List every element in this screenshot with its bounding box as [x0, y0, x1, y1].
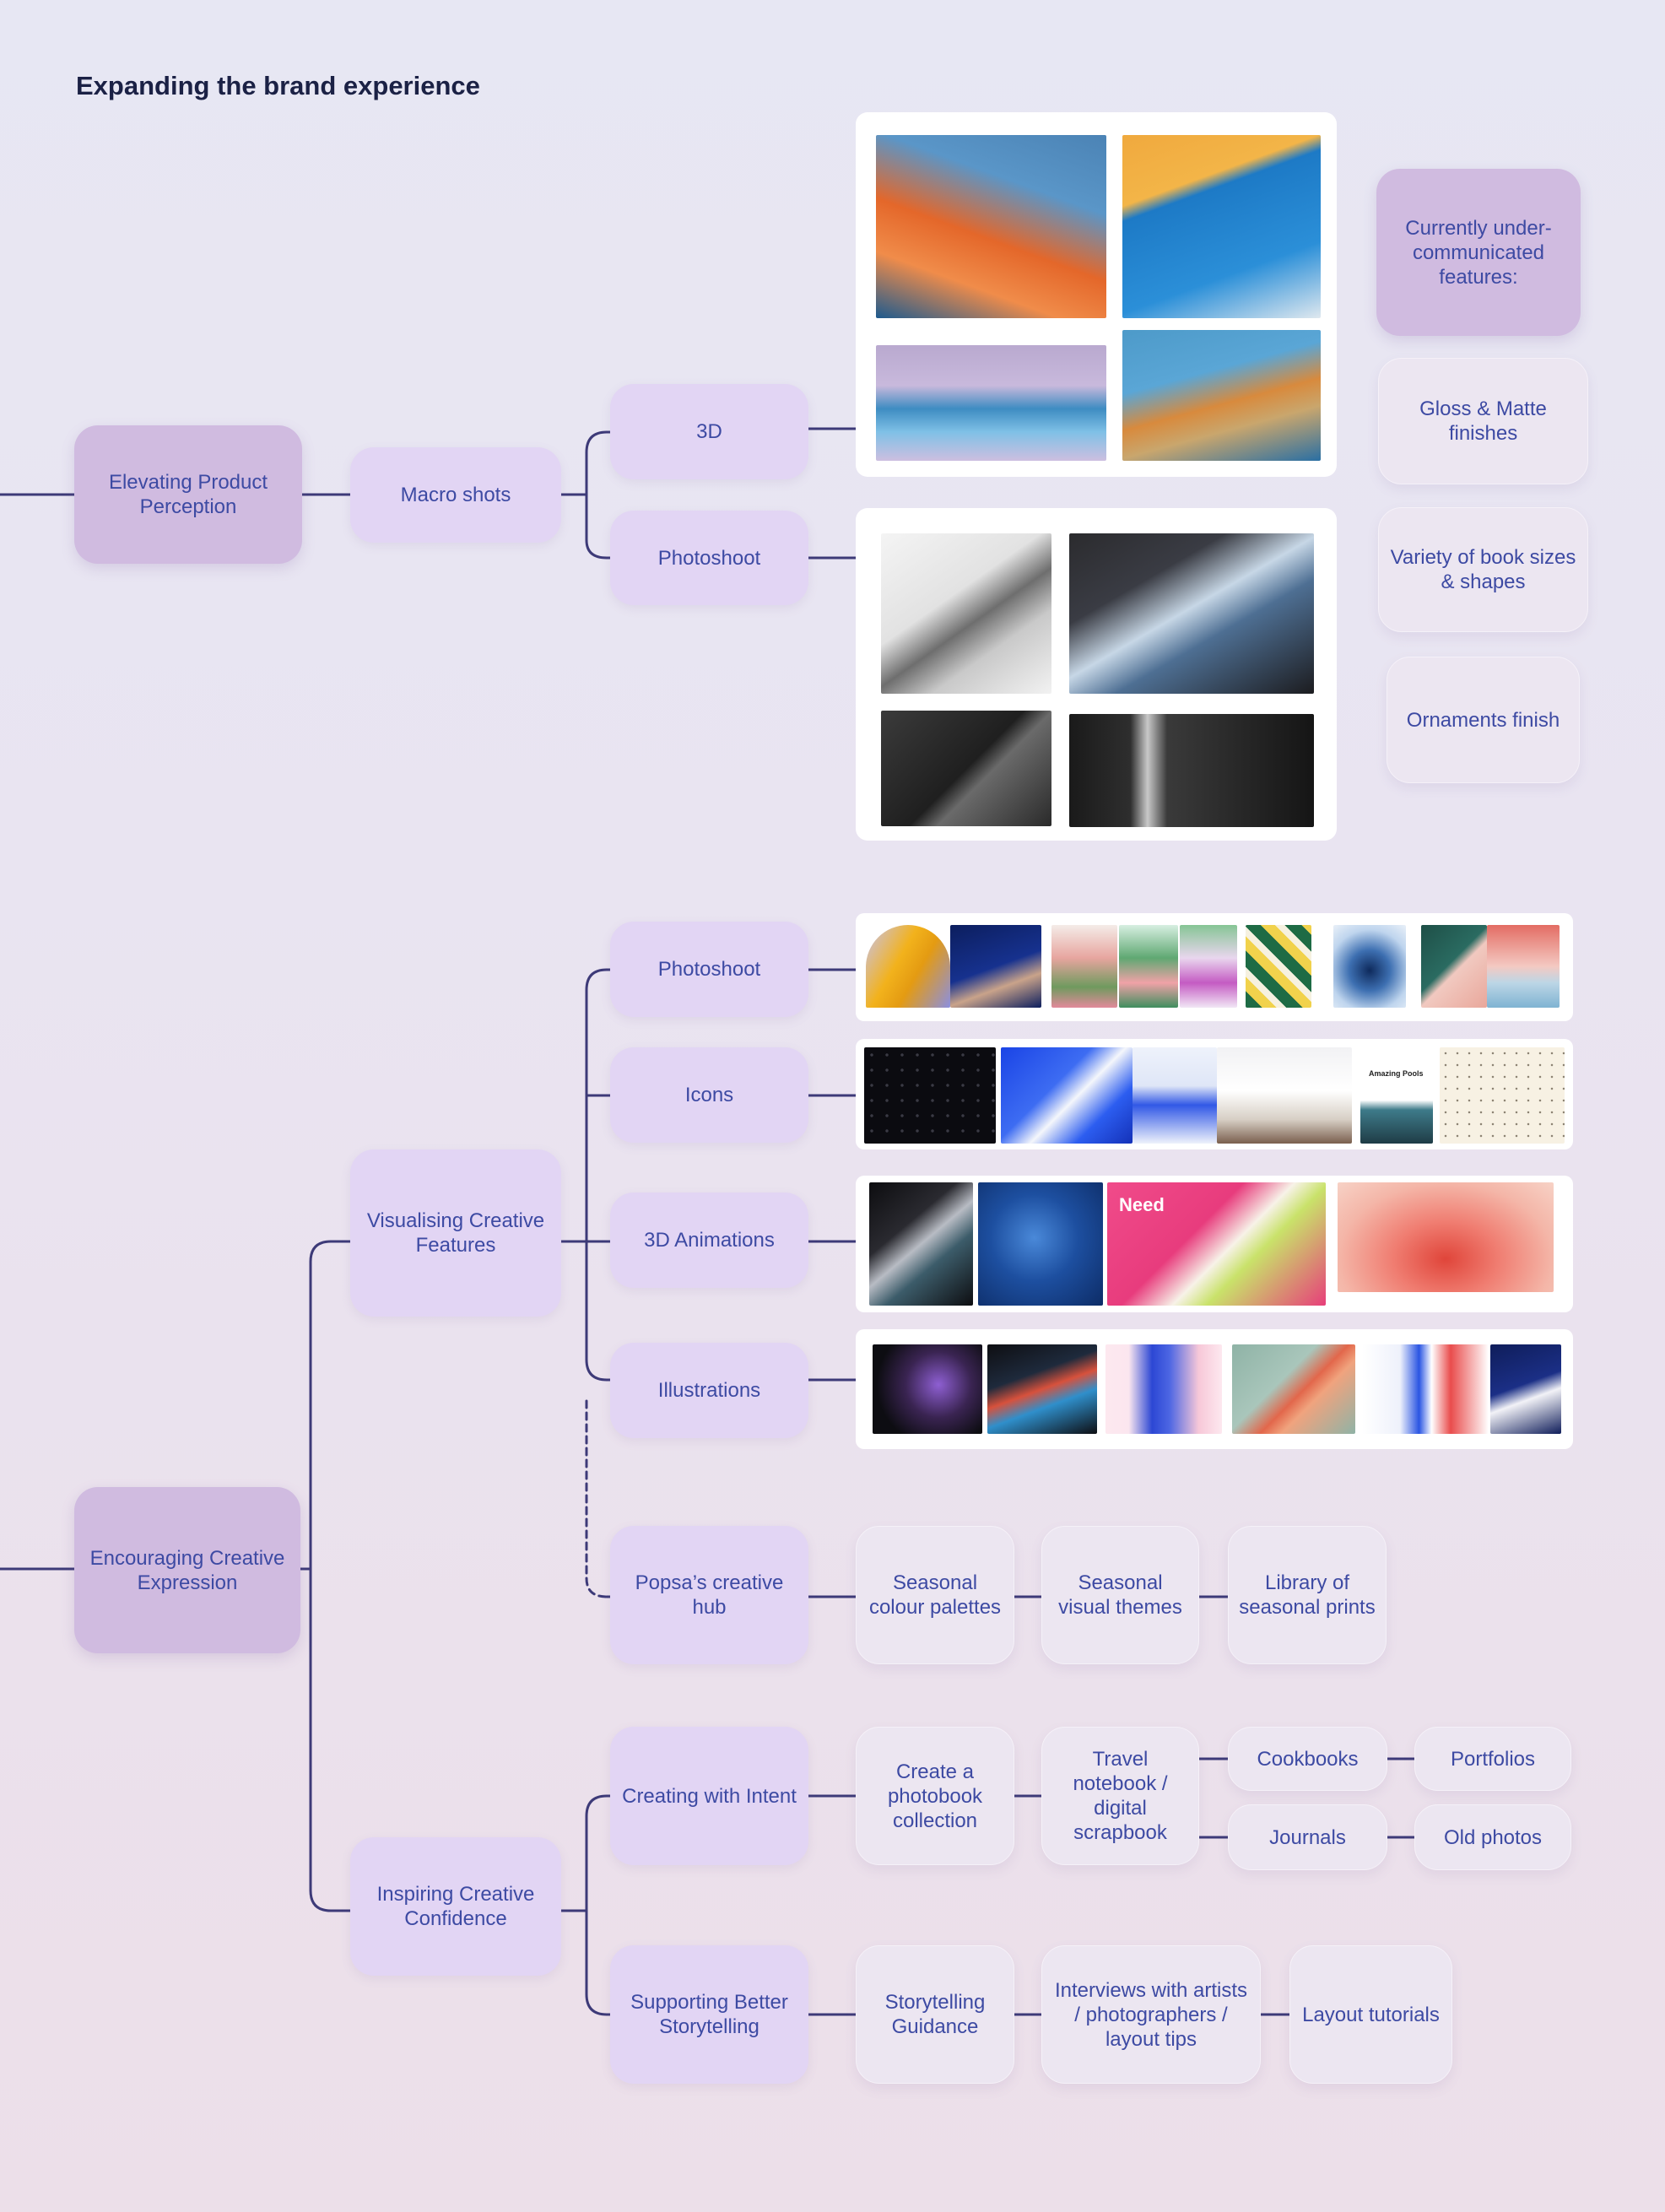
story-layout-tutorials: Layout tutorials: [1289, 1945, 1452, 2084]
node-elevating-product-perception: Elevating Product Perception: [74, 425, 302, 564]
story-storytelling-guidance: Storytelling Guidance: [856, 1945, 1014, 2084]
node-creating-with-intent: Creating with Intent: [610, 1727, 808, 1865]
hub-library-seasonal-prints: Library of seasonal prints: [1228, 1526, 1387, 1664]
gallery-3d-renders: [856, 112, 1337, 477]
intent-travel-notebook: Travel notebook / digital scrapbook: [1041, 1727, 1199, 1865]
image-dark-book-edges: [881, 711, 1051, 826]
node-3d-animations: 3D Animations: [610, 1193, 808, 1288]
image-line-illustrations: [1440, 1047, 1565, 1144]
node-3d: 3D: [610, 384, 808, 479]
image-landscape-book: [1122, 330, 1321, 461]
image-green-yellow-pattern: [1246, 925, 1311, 1008]
node-icons: Icons: [610, 1047, 808, 1143]
strip-icons: Amazing Pools: [856, 1039, 1573, 1149]
image-circle-grid: [1487, 925, 1560, 1008]
node-illustrations: Illustrations: [610, 1343, 808, 1438]
node-photoshoot-2: Photoshoot: [610, 922, 808, 1017]
feature-ornaments: Ornaments finish: [1387, 657, 1580, 783]
node-photoshoot-1: Photoshoot: [610, 511, 808, 605]
image-blue-ice: [1333, 925, 1406, 1008]
node-supporting-better-storytelling: Supporting Better Storytelling: [610, 1945, 808, 2084]
node-encouraging-creative-expression: Encouraging Creative Expression: [74, 1487, 300, 1653]
node-inspiring-creative-confidence: Inspiring Creative Confidence: [350, 1837, 561, 1976]
image-travel-app: [987, 1344, 1097, 1434]
intent-journals: Journals: [1228, 1804, 1387, 1870]
node-macro-shots: Macro shots: [350, 447, 561, 543]
strip-3d-animations: Need: [856, 1176, 1573, 1312]
intent-old-photos: Old photos: [1414, 1804, 1571, 1870]
image-blue-calendar: [1133, 1047, 1217, 1144]
node-visualising-creative-features: Visualising Creative Features: [350, 1149, 561, 1317]
image-flower-collage: [1051, 925, 1117, 1008]
image-fabric-watch: [869, 1182, 973, 1306]
image-pink-need: [1107, 1182, 1326, 1306]
image-amazing-pools: [1360, 1047, 1433, 1144]
intent-cookbooks: Cookbooks: [1228, 1727, 1387, 1791]
feature-book-sizes: Variety of book sizes & shapes: [1378, 507, 1588, 632]
image-cake-green: [1119, 925, 1178, 1008]
image-wedding-album: [1069, 533, 1314, 694]
strip-illustrations: [856, 1329, 1573, 1449]
image-pastel-shapes: [1421, 925, 1487, 1008]
image-navy-phone: [1490, 1344, 1561, 1434]
label-need: Need: [1119, 1194, 1165, 1215]
image-dark-icon-grid: [864, 1047, 996, 1144]
image-orange-book: [876, 135, 1106, 318]
hub-seasonal-colour-palettes: Seasonal colour palettes: [856, 1526, 1014, 1664]
page-title: Expanding the brand experience: [76, 71, 480, 100]
image-phone-hand: [950, 925, 1041, 1008]
features-heading: Currently under-communicated features:: [1376, 169, 1581, 336]
image-white-books: [881, 533, 1051, 694]
image-yellow-jacket: [866, 925, 950, 1008]
feature-gloss-matte: Gloss & Matte finishes: [1378, 358, 1588, 484]
gallery-photoshoot: [856, 508, 1337, 841]
node-creative-hub: Popsa’s creative hub: [610, 1526, 808, 1664]
image-red-suitcase: [1338, 1182, 1554, 1292]
image-book-spine: [876, 345, 1106, 461]
strip-photoshoot: [856, 913, 1573, 1021]
intent-create-photobook: Create a photobook collection: [856, 1727, 1014, 1865]
image-dark-phone-ui: [873, 1344, 982, 1434]
image-blue-mobile: [1105, 1344, 1222, 1434]
image-dark-album-box: [1069, 714, 1314, 827]
hub-seasonal-visual-themes: Seasonal visual themes: [1041, 1526, 1199, 1664]
image-phone-mockup: [1217, 1047, 1352, 1144]
image-app-screens-grid: [1362, 1344, 1489, 1434]
image-blue-book-cover: [1122, 135, 1321, 318]
intent-portfolios: Portfolios: [1414, 1727, 1571, 1791]
story-interviews-tips: Interviews with artists / photographers …: [1041, 1945, 1261, 2084]
image-floral-phone: [1232, 1344, 1355, 1434]
label-amazing-pools: Amazing Pools: [1369, 1069, 1424, 1078]
image-blue-earbuds: [978, 1182, 1103, 1306]
image-bubble-figure: [1180, 925, 1237, 1008]
image-blue-app-screens: [1001, 1047, 1133, 1144]
